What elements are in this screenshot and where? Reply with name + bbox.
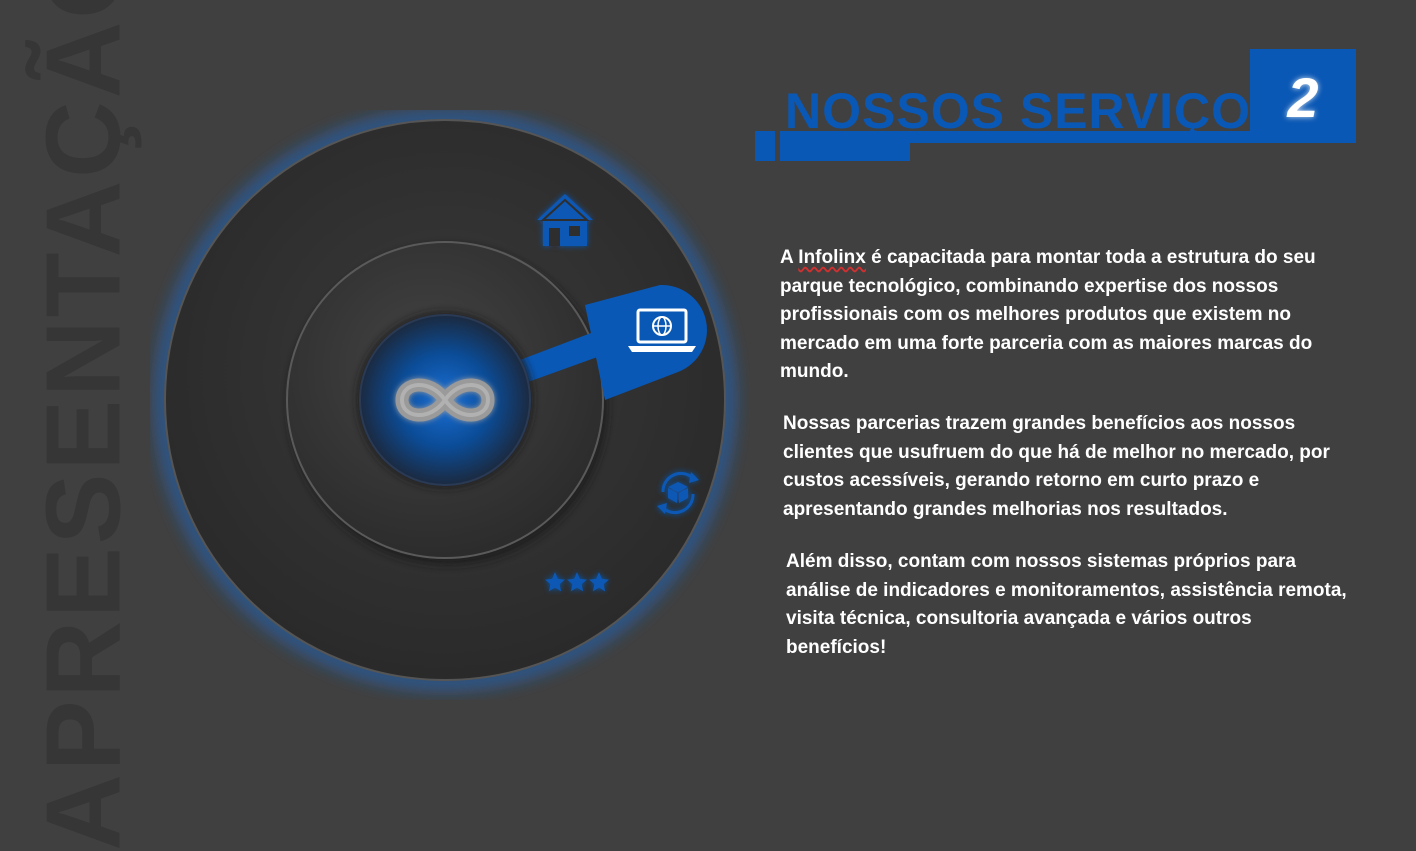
infinity-icon xyxy=(395,378,495,422)
house-icon[interactable] xyxy=(537,194,593,246)
page-title: NOSSOS SERVIÇOS xyxy=(785,83,1286,139)
paragraph-intro: A Infolinx é capacitada para montar toda… xyxy=(780,244,1350,387)
cube-cycle-icon[interactable] xyxy=(657,471,699,515)
watermark-text: APRESENTAÇÃO xyxy=(24,0,143,851)
outer-glow xyxy=(158,113,732,687)
paragraph-intro-prefix: A xyxy=(780,247,799,268)
title-underline-tab xyxy=(780,143,910,161)
brand-name: Infolinx xyxy=(798,247,866,268)
title-left-block xyxy=(755,131,775,161)
three-stars-icon[interactable] xyxy=(545,572,609,592)
slide: APRESENTAÇÃO xyxy=(158,49,1356,687)
paragraph-benefits: Além disso, contam com nossos sistemas p… xyxy=(786,551,1347,658)
services-dial xyxy=(158,113,732,687)
paragraph-partnerships: Nossas parcerias trazem grandes benefíci… xyxy=(783,413,1330,520)
section-number: 2 xyxy=(1287,66,1319,129)
section-number-box: 2 xyxy=(1250,49,1356,143)
laptop-globe-icon[interactable] xyxy=(628,308,696,352)
title-underline xyxy=(780,131,1356,143)
paragraph-intro-text: é capacitada para montar toda a estrutur… xyxy=(780,247,1316,383)
